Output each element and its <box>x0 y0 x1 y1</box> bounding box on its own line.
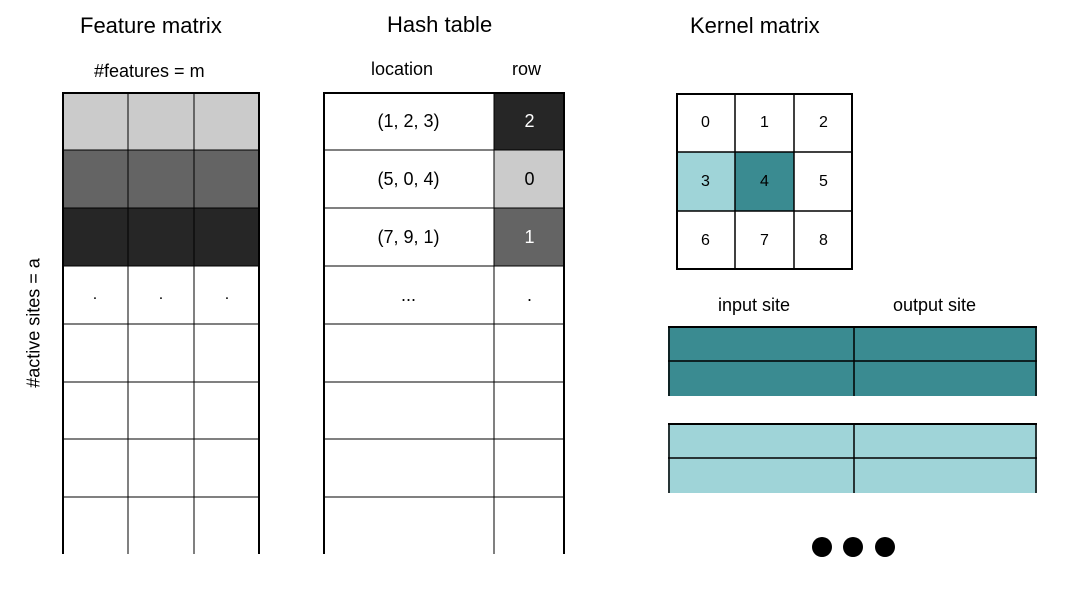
feature-cell <box>194 439 260 497</box>
feature-matrix-grid-lines <box>62 92 260 554</box>
ellipsis-dot <box>812 537 832 557</box>
feature-row <box>62 382 260 439</box>
rulebook-offset-3 <box>668 423 1037 493</box>
kernel-matrix-title: Kernel matrix <box>690 13 820 38</box>
feature-cell <box>62 150 128 208</box>
feature-row <box>62 324 260 382</box>
hash-table-row <box>323 382 565 439</box>
hash-table-row: (5, 0, 4) 0 <box>323 150 565 208</box>
feature-cell <box>128 150 194 208</box>
hash-table-title: Hash table <box>387 12 493 37</box>
row-index-cell: 0 <box>494 150 565 208</box>
location-cell: (7, 9, 1) <box>377 226 440 247</box>
row-index-cell <box>494 439 565 497</box>
feature-cell: . <box>62 266 128 324</box>
hash-table-row: .... <box>323 266 565 324</box>
feature-cell <box>62 439 128 497</box>
feature-cell <box>128 208 194 266</box>
hash-table-row <box>323 324 565 382</box>
kernel-cell: 4 <box>735 152 794 211</box>
kernel-cell: 3 <box>676 152 735 211</box>
feature-cell <box>194 92 260 150</box>
features-count-label: #features = m <box>94 61 205 81</box>
kernel-cell: 0 <box>676 93 735 152</box>
row-index-cell: 1 <box>494 208 565 266</box>
feature-row <box>62 497 260 554</box>
output-site-header: output site <box>893 295 977 315</box>
feature-cell <box>194 497 260 554</box>
rulebook-offset-4 <box>668 326 1037 396</box>
ellipsis-dot <box>875 537 895 557</box>
rulebook-row <box>668 326 1037 361</box>
row-index-cell: . <box>494 266 565 324</box>
feature-row: ... <box>62 266 260 324</box>
location-column-header: location <box>371 59 434 79</box>
feature-cell <box>62 497 128 554</box>
hash-table-grid-lines <box>323 92 565 554</box>
feature-cell <box>128 382 194 439</box>
feature-row <box>62 439 260 497</box>
location-cell: ... <box>400 284 416 305</box>
row-index-cell: 2 <box>494 92 565 150</box>
feature-cell <box>62 92 128 150</box>
rulebook-table <box>668 423 1037 493</box>
kernel-cell: 6 <box>676 211 735 270</box>
active-sites-label: #active sites = a <box>23 258 44 388</box>
row-column-header: row <box>512 59 542 79</box>
hash-table: (1, 2, 3) 2 (5, 0, 4) 0 (7, 9, 1) 1.... <box>323 92 565 554</box>
kernel-cell: 1 <box>735 93 794 152</box>
feature-cell <box>194 324 260 382</box>
feature-cell <box>128 92 194 150</box>
feature-cell: . <box>128 266 194 324</box>
rulebook-row <box>668 423 1037 458</box>
kernel-cell: 7 <box>735 211 794 270</box>
kernel-grid-lines <box>676 93 853 270</box>
kernel-cell: 8 <box>794 211 853 270</box>
hash-table-row: (7, 9, 1) 1 <box>323 208 565 266</box>
feature-cell <box>128 439 194 497</box>
feature-row <box>62 150 260 208</box>
location-cell: (1, 2, 3) <box>377 110 440 131</box>
feature-cell <box>194 382 260 439</box>
feature-cell: . <box>194 266 260 324</box>
feature-matrix-title: Feature matrix <box>80 13 222 38</box>
kernel-cell: 2 <box>794 93 853 152</box>
kernel-cell: 5 <box>794 152 853 211</box>
feature-cell <box>194 150 260 208</box>
feature-cell <box>128 324 194 382</box>
row-index-cell <box>494 497 565 554</box>
feature-cell <box>62 324 128 382</box>
ellipsis-dot <box>843 537 863 557</box>
rulebook-row <box>668 458 1037 493</box>
row-index-cell <box>494 382 565 439</box>
feature-row <box>62 208 260 266</box>
feature-row <box>62 92 260 150</box>
feature-cell <box>128 497 194 554</box>
input-site-header: input site <box>718 295 791 315</box>
row-index-cell <box>494 324 565 382</box>
feature-cell <box>62 208 128 266</box>
feature-matrix: ... <box>62 92 260 554</box>
feature-cell <box>194 208 260 266</box>
feature-cell <box>62 382 128 439</box>
hash-table-row <box>323 439 565 497</box>
rulebook-table <box>668 326 1037 396</box>
location-cell: (5, 0, 4) <box>377 168 440 189</box>
hash-table-row <box>323 497 565 554</box>
rulebook-row <box>668 361 1037 396</box>
hash-table-row: (1, 2, 3) 2 <box>323 92 565 150</box>
